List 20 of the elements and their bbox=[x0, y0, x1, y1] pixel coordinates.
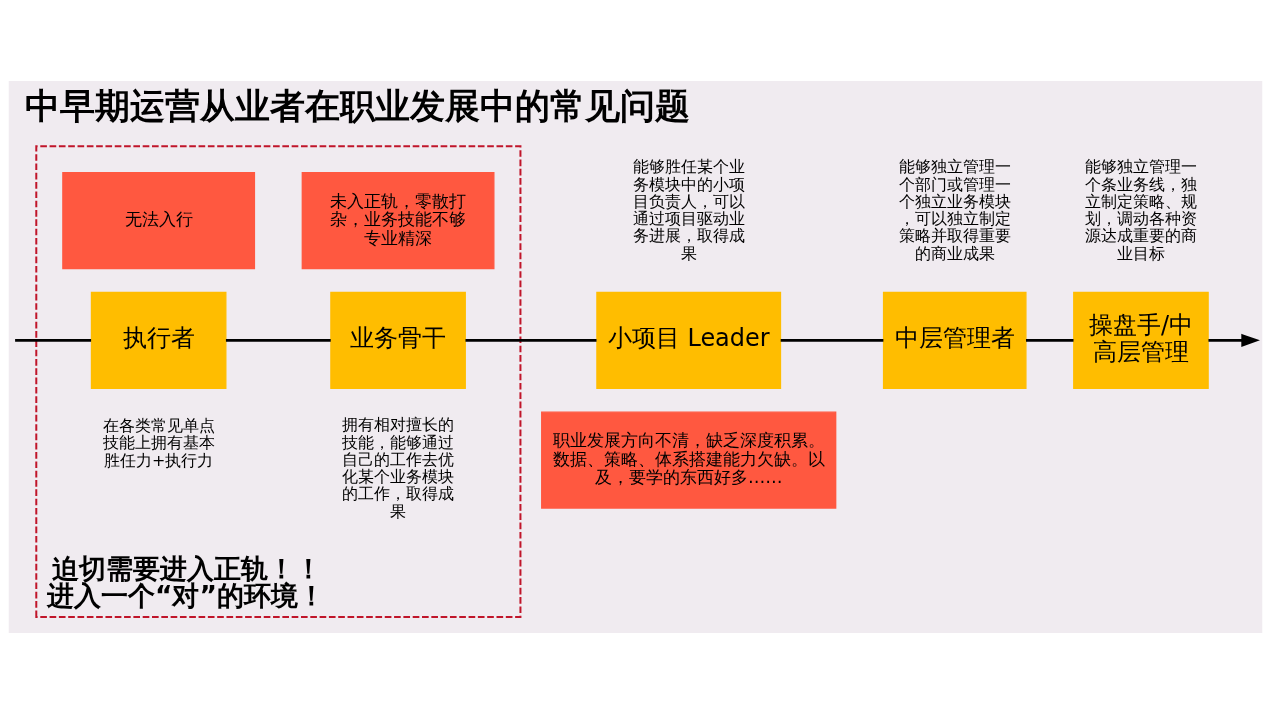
diagram-title: 中早期运营从业者在职业发展中的常见问题 bbox=[24, 85, 690, 126]
node-box: 业务骨干 bbox=[330, 291, 466, 389]
connector bbox=[465, 338, 597, 342]
node-box: 执行者 bbox=[90, 291, 227, 389]
connector bbox=[780, 338, 884, 342]
node-label: 能够胜任某个业务模块中的小项目负责人，可以通过项目驱动业务进展，取得成果 bbox=[632, 156, 745, 263]
arrow bbox=[1208, 333, 1260, 347]
node-label: 能够独立管理一个条业务线，独立制定策略、规划，调动各种资源达成重要的商业目标 bbox=[1084, 156, 1197, 263]
node-box: 小项目 Leader bbox=[596, 291, 782, 389]
node-label: 拥有相对擅长的技能，能够通过自己的工作去优化某个业务模块的工作，取得成果 bbox=[342, 414, 455, 521]
connector bbox=[1026, 338, 1074, 342]
connector bbox=[225, 338, 331, 342]
node-box: 职业发展方向不清，缺乏深度积累。数据、策略、体系搭建能力欠缺。以及，要学的东西好多…… bbox=[541, 411, 837, 509]
node-label: 在各类常见单点技能上拥有基本胜任力+执行力 bbox=[102, 415, 215, 470]
node-box: 无法入行 bbox=[62, 171, 256, 269]
node-box: 未入正轨，零散打杂，业务技能不够专业精深 bbox=[301, 171, 495, 269]
node-box: 中层管理者 bbox=[882, 291, 1027, 389]
node-label: 能够独立管理一个部门或管理一个独立业务模块，可以独立制定策略并取得重要的商业成果 bbox=[898, 156, 1011, 263]
connector bbox=[15, 338, 92, 342]
node-box: 操盘手/中高层管理 bbox=[1073, 291, 1209, 389]
